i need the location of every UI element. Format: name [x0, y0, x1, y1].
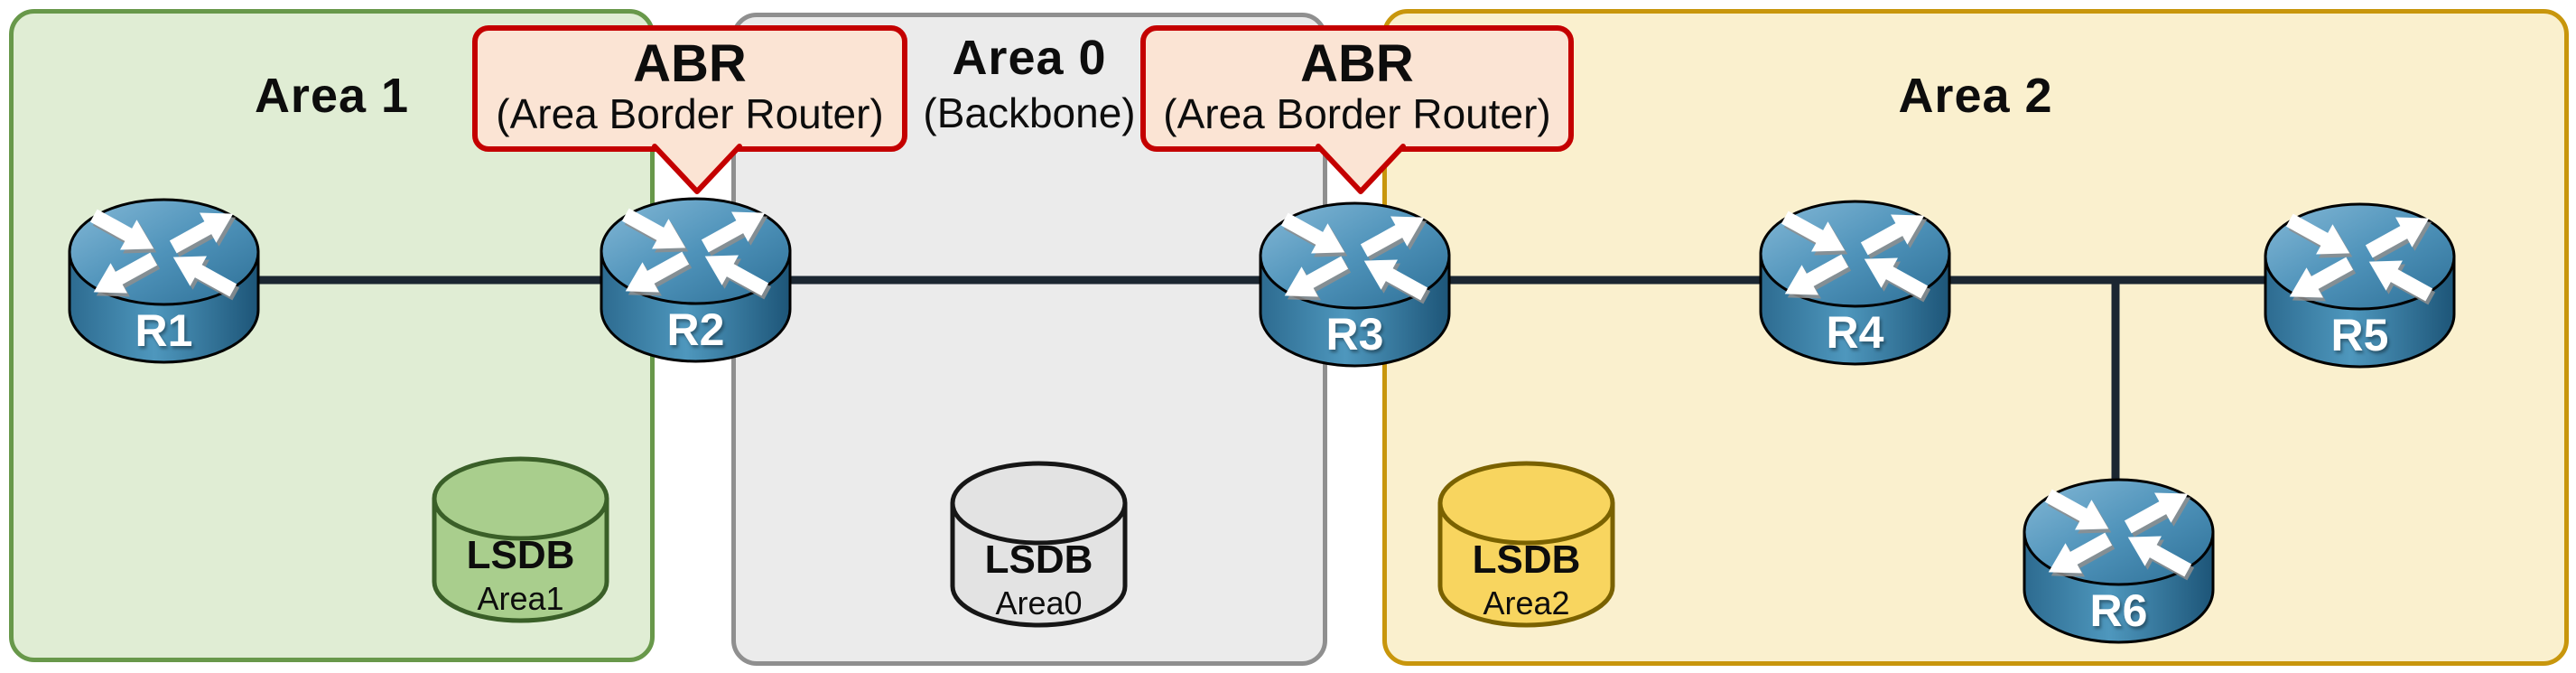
router-r1-label: R1: [135, 305, 193, 356]
router-r2-label: R2: [667, 304, 725, 355]
lsdb-area1-subtitle: Area1: [477, 580, 563, 617]
lsdb-area0-title: LSDB: [985, 537, 1093, 582]
lsdb-area2-database: LSDB Area2: [1437, 458, 1615, 630]
abr-callout-r2-pointer: [652, 144, 742, 194]
lsdb-area2-subtitle: Area2: [1483, 584, 1569, 622]
router-r6-icon: R6: [2023, 476, 2215, 644]
router-r4-icon: R4: [1759, 198, 1951, 366]
abr-callout-r3: ABR (Area Border Router): [1140, 25, 1574, 152]
lsdb-area0-subtitle: Area0: [995, 584, 1082, 622]
area0-subtitle: (Backbone): [923, 89, 1136, 136]
lsdb-area1-database: LSDB Area1: [432, 453, 609, 625]
router-r1-icon: R1: [68, 196, 260, 364]
lsdb-area2-title: LSDB: [1473, 537, 1581, 582]
router-r3-icon: R3: [1259, 200, 1451, 368]
router-r3-label: R3: [1326, 309, 1384, 360]
area2-title: Area 2: [1898, 69, 2053, 123]
abr-callout-r2: ABR (Area Border Router): [472, 25, 907, 152]
area0-title: Area 0: [952, 31, 1107, 85]
router-r5-label: R5: [2331, 310, 2389, 360]
router-r2-icon: R2: [600, 195, 792, 363]
lsdb-area1-title: LSDB: [467, 533, 575, 577]
abr-callout-r2-subtitle: (Area Border Router): [496, 90, 884, 137]
router-r5-icon: R5: [2264, 201, 2456, 369]
router-r6-label: R6: [2090, 585, 2148, 636]
area1-title: Area 1: [254, 69, 410, 123]
abr-callout-r2-title: ABR: [633, 34, 747, 93]
abr-callout-r3-title: ABR: [1300, 34, 1414, 93]
abr-callout-r3-subtitle: (Area Border Router): [1163, 90, 1551, 137]
lsdb-area0-database: LSDB Area0: [950, 458, 1128, 630]
abr-callout-r3-pointer: [1316, 144, 1406, 194]
router-r4-label: R4: [1827, 307, 1884, 358]
